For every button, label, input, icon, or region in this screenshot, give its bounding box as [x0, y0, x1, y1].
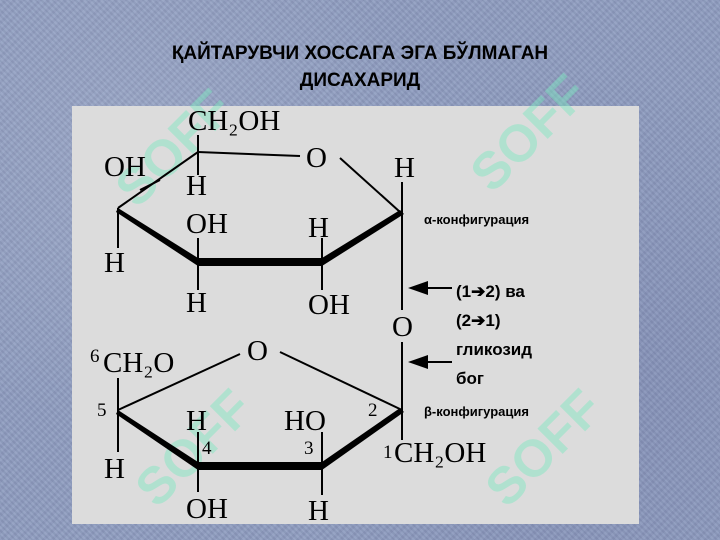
glycosidic-arrows — [408, 281, 452, 369]
upper-c3-hydrogen: H — [186, 287, 207, 319]
watermark-group: SOFF SOFF SOFF SOFF — [105, 64, 614, 518]
watermark-text: SOFF — [105, 79, 244, 218]
carbon-number-2: 2 — [368, 400, 378, 421]
lower-c3-ho: HO — [284, 405, 326, 437]
upper-ch2oh-group: CH₂OH — [188, 105, 280, 137]
title-line-2: ДИСАХАРИД — [299, 70, 421, 91]
slide-title: ҚАЙТАРУВЧИ ХОССАГА ЭГА БЎЛМАГАН ДИСАХАРИ… — [0, 40, 720, 94]
upper-c3-oh: OH — [186, 208, 228, 240]
upper-c4-hydrogen: H — [104, 247, 125, 279]
structure-panel — [72, 106, 639, 524]
carbon-number-1: 1 — [383, 442, 393, 463]
lower-ring-wedges — [116, 408, 404, 470]
lower-c3-hydrogen: H — [308, 495, 329, 527]
upper-c2-oh: OH — [308, 289, 350, 321]
upper-ring-wedges — [116, 208, 404, 266]
watermark-text: SOFF — [475, 379, 614, 518]
wedge-bond — [322, 210, 404, 266]
lower-ch2o-group: CH₂O — [103, 347, 174, 379]
title-line-1: ҚАЙТАРУВЧИ ХОССАГА ЭГА БЎЛМАГАН — [171, 43, 549, 64]
wedge-bond — [116, 208, 198, 266]
lower-c4-oh: OH — [186, 493, 228, 525]
glycosidic-note-line-1: (1➔2) ва — [456, 282, 525, 301]
glycosidic-note-line-2: (2➔1) — [456, 311, 500, 330]
alpha-configuration-label: α-конфигурация — [424, 212, 529, 227]
carbon-number-5: 5 — [97, 400, 107, 421]
lower-c5-hydrogen: H — [104, 453, 125, 485]
wedge-bond — [116, 410, 198, 470]
upper-c1-hydrogen: H — [394, 152, 415, 184]
upper-c4-oh: OH — [104, 151, 146, 183]
wedge-bond — [322, 408, 404, 470]
bond — [339, 157, 401, 213]
beta-configuration-label: β-конфигурация — [424, 404, 529, 419]
glycosidic-note-line-3: гликозид — [456, 340, 532, 359]
lower-ch2oh-group: CH₂OH — [394, 437, 486, 469]
bond — [117, 353, 241, 411]
upper-c5-hydrogen: H — [186, 170, 207, 202]
arrow-lower-head — [408, 355, 428, 369]
carbon-number-3: 3 — [304, 438, 314, 459]
bond — [139, 179, 161, 191]
carbon-number-4: 4 — [202, 438, 212, 459]
upper-ring-oxygen: O — [306, 142, 327, 174]
glycosidic-oxygen: O — [392, 311, 413, 343]
watermark-text: SOFF — [460, 64, 599, 203]
arrow-upper-head — [408, 281, 428, 295]
upper-ring-bonds — [117, 135, 403, 310]
bond — [279, 351, 403, 411]
bold-bond — [198, 258, 322, 266]
lower-ring-oxygen: O — [247, 335, 268, 367]
lower-c4-hydrogen: H — [186, 405, 207, 437]
bond — [197, 151, 301, 157]
carbon-number-6: 6 — [90, 346, 100, 367]
upper-c2-hydrogen: H — [308, 212, 329, 244]
glycosidic-note-line-4: бог — [456, 369, 484, 388]
bold-bond — [198, 462, 322, 470]
